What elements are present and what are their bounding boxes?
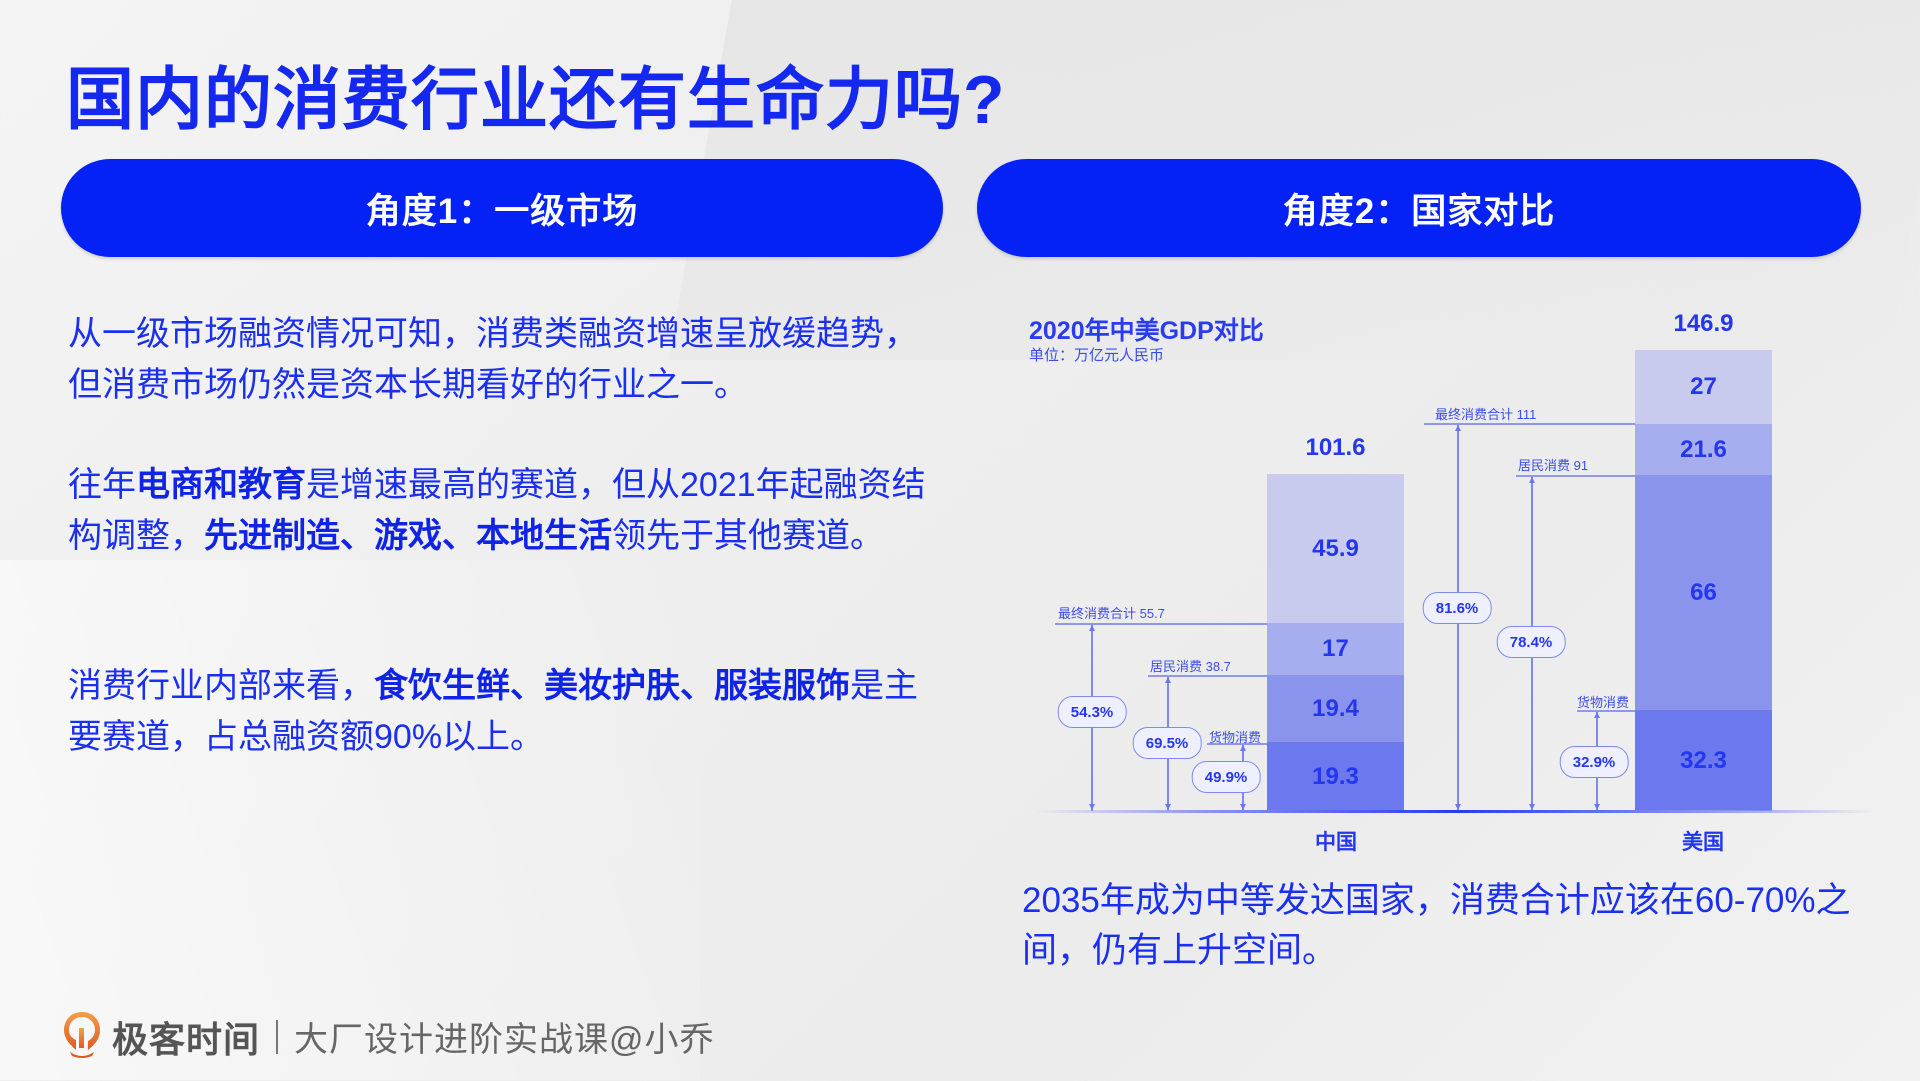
- geektime-logo-icon: [62, 1010, 102, 1063]
- us-goods-line: [1577, 710, 1635, 712]
- china-pct-final: 54.3%: [1057, 696, 1127, 728]
- brand-name: 极客时间: [112, 1018, 261, 1060]
- china-anno-final-consumption: 最终消费合计 55.7: [1058, 606, 1165, 621]
- china-goods-line: [1207, 743, 1267, 745]
- china-seg-goods: 19.3: [1267, 742, 1404, 811]
- china-seg-resident-other: 19.4: [1267, 675, 1404, 742]
- section-header-primary-market: 角度1：一级市场: [61, 159, 943, 257]
- arrow-up-icon: [1165, 677, 1171, 683]
- china-final-line: [1055, 623, 1267, 625]
- china-anno-resident-consumption: 居民消费 38.7: [1150, 659, 1231, 674]
- footer-branding: 极客时间 大厂设计进阶实战课@小乔: [62, 1010, 715, 1063]
- china-total-label: 101.6: [1305, 434, 1366, 461]
- chart-baseline: [1035, 810, 1875, 813]
- china-bar: 45.9 17 19.4 19.3: [1267, 474, 1404, 811]
- china-final-arrow-line: [1091, 625, 1093, 811]
- section-header-country-comparison: 角度2：国家对比: [977, 159, 1861, 257]
- arrow-up-icon: [1529, 477, 1535, 483]
- us-seg-final-other: 21.6: [1635, 424, 1772, 475]
- highlight-text: 电商和教育: [136, 466, 306, 504]
- paragraph-financing-trend: 从一级市场融资情况可知，消费类融资增速呈放缓趋势，但消费市场仍然是资本长期看好的…: [68, 309, 928, 411]
- page-title: 国内的消费行业还有生命力吗?: [66, 62, 1006, 138]
- chart-title: 2020年中美GDP对比: [1029, 317, 1264, 345]
- paragraph-consumer-segments: 消费行业内部来看，食饮生鲜、美妆护肤、服装服饰是主要赛道，占总融资额90%以上。: [68, 661, 928, 763]
- arrow-down-icon: [1594, 804, 1600, 810]
- china-resident-line: [1148, 675, 1267, 677]
- paragraph-text: 从一级市场融资情况可知，消费类融资增速呈放缓趋势，但消费市场仍然是资本长期看好的…: [68, 315, 918, 404]
- paragraph-text: 消费行业内部来看，: [68, 667, 374, 705]
- us-pct-final: 81.6%: [1422, 592, 1492, 624]
- us-total-label: 146.9: [1673, 310, 1734, 337]
- paragraph-text: 往年: [68, 466, 136, 504]
- x-axis-label-china: 中国: [1315, 831, 1357, 854]
- arrow-down-icon: [1165, 804, 1171, 810]
- arrow-up-icon: [1240, 745, 1246, 751]
- paragraph-sector-shift: 往年电商和教育是增速最高的赛道，但从2021年起融资结构调整，先进制造、游戏、本…: [68, 460, 928, 562]
- china-anno-goods-consumption: 货物消费: [1209, 730, 1262, 745]
- us-bar: 27 21.6 66 32.3: [1635, 350, 1772, 811]
- china-goods-arrow-line: [1242, 745, 1244, 811]
- section-header-label: 角度1：一级市场: [365, 191, 639, 231]
- china-pct-goods: 49.9%: [1191, 761, 1261, 793]
- us-anno-goods-consumption: 货物消费: [1577, 695, 1630, 710]
- us-pct-goods: 32.9%: [1559, 746, 1629, 778]
- arrow-up-icon: [1089, 625, 1095, 631]
- chart-unit: 单位：万亿元人民币: [1029, 347, 1165, 364]
- us-pct-resident: 78.4%: [1496, 626, 1566, 658]
- chart-conclusion-note: 2035年成为中等发达国家，消费合计应该在60-70%之间，仍有上升空间。: [1022, 881, 1851, 970]
- us-seg-other: 27: [1635, 350, 1772, 424]
- paragraph-text: 领先于其他赛道。: [612, 517, 884, 555]
- china-seg-other: 45.9: [1267, 474, 1404, 623]
- china-pct-resident: 69.5%: [1132, 727, 1202, 759]
- us-seg-resident-other: 66: [1635, 475, 1772, 710]
- us-final-arrow-line: [1457, 425, 1459, 811]
- china-resident-arrow-line: [1167, 677, 1169, 811]
- us-anno-resident-consumption: 居民消费 91: [1518, 458, 1589, 473]
- arrow-down-icon: [1240, 804, 1246, 810]
- us-final-line: [1424, 423, 1635, 425]
- china-seg-final-other: 17: [1267, 623, 1404, 675]
- highlight-text: 先进制造、游戏、本地生活: [204, 517, 612, 555]
- arrow-down-icon: [1089, 804, 1095, 810]
- paragraph-text: 是主要赛道，占总融资额90%以上。: [68, 667, 918, 756]
- us-seg-goods: 32.3: [1635, 710, 1772, 811]
- paragraph-text: 是增速最高的赛道，但从2021年起融资结构调整，: [68, 466, 926, 555]
- arrow-up-icon: [1455, 425, 1461, 431]
- us-goods-arrow-line: [1596, 712, 1598, 811]
- arrow-down-icon: [1455, 804, 1461, 810]
- us-anno-final-consumption: 最终消费合计 111: [1435, 407, 1537, 422]
- section-header-label: 角度2：国家对比: [1282, 191, 1556, 231]
- arrow-down-icon: [1529, 804, 1535, 810]
- course-name: 大厂设计进阶实战课@小乔: [294, 1021, 715, 1059]
- background-decoration: [0, 560, 700, 1080]
- us-resident-arrow-line: [1531, 477, 1533, 811]
- us-resident-line: [1516, 475, 1635, 477]
- x-axis-label-us: 美国: [1682, 831, 1724, 854]
- footer-divider: [276, 1019, 279, 1054]
- highlight-text: 食饮生鲜、美妆护肤、服装服饰: [374, 667, 850, 705]
- arrow-up-icon: [1594, 712, 1600, 718]
